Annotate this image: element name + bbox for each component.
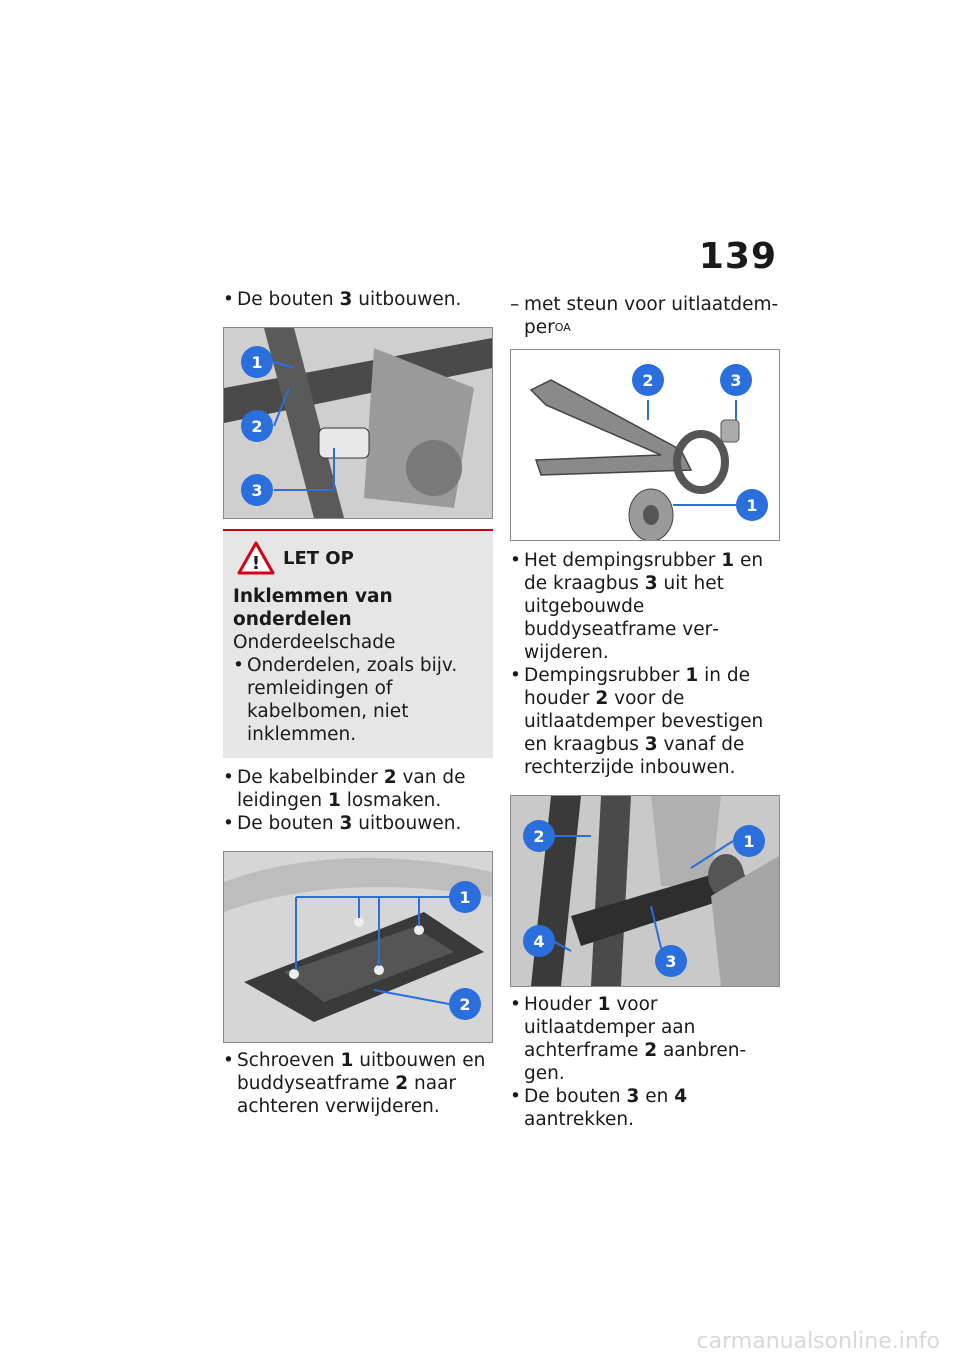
svg-text:!: !: [252, 553, 260, 574]
figure-buddyseat-frame: 1 2: [223, 851, 493, 1043]
step-remove-screws: Schroeven 1 uitbouwen en buddyseatframe …: [223, 1049, 493, 1118]
step-remove-damper: Het dempingsrubber 1 en de kraagbus 3 ui…: [510, 549, 780, 664]
fig2-callout-2: 2: [459, 995, 470, 1014]
fig4-callout-1: 1: [743, 832, 754, 851]
step-remove-bolts-3b: De bouten 3 uitbouwen.: [223, 812, 493, 835]
fig4-callout-3: 3: [665, 952, 676, 971]
fig4-callout-2: 2: [533, 827, 544, 846]
fig1-callout-2: 2: [251, 417, 262, 436]
option-exhaust-bracket: met steun voor uitlaatdem­perOA: [510, 293, 780, 339]
notice-consequence: Onderdeelschade: [233, 632, 396, 653]
fig1-callout-1: 1: [251, 353, 262, 372]
fig3-callout-3: 3: [730, 371, 741, 390]
footer-watermark: carmanualsonline.info: [696, 1329, 940, 1354]
notice-subtitle: Inklemmen van onderdelen: [233, 586, 393, 630]
step-remove-bolts-3: De bouten 3 uitbouwen.: [223, 288, 493, 311]
fig4-callout-4: 4: [533, 932, 544, 951]
step-tighten-bolts: De bouten 3 en 4 aantrekken.: [510, 1085, 780, 1131]
fig3-callout-2: 2: [642, 371, 653, 390]
right-column: met steun voor uitlaatdem­perOA 2 3 1 He…: [510, 293, 780, 1131]
step-install-damper: Dempingsrubber 1 in de hou­der 2 voor de…: [510, 664, 780, 779]
notice-title: LET OP: [283, 547, 354, 569]
left-column: De bouten 3 uitbouwen. 1 2 3 !: [223, 288, 493, 1118]
page-number: 139: [698, 236, 777, 277]
warning-triangle-icon: !: [237, 541, 275, 575]
step-attach-bracket: Houder 1 voor uitlaatdemper aan achterfr…: [510, 993, 780, 1085]
figure-bracket-installed: 2 1 4 3: [510, 795, 780, 987]
caution-notice: ! LET OP Inklemmen van onderdelen Onderd…: [223, 529, 493, 758]
fig2-callout-1: 1: [459, 888, 470, 907]
figure-bolts-lines: 1 2 3: [223, 327, 493, 519]
step-release-cable-tie: De kabelbinder 2 van de lei­dingen 1 los…: [223, 766, 493, 812]
fig3-callout-1: 1: [746, 496, 757, 515]
notice-action: Onderdelen, zoals bijv. rem­leidingen of…: [233, 654, 483, 746]
figure-damper-bracket: 2 3 1: [510, 349, 780, 541]
fig1-callout-3: 3: [251, 481, 262, 500]
